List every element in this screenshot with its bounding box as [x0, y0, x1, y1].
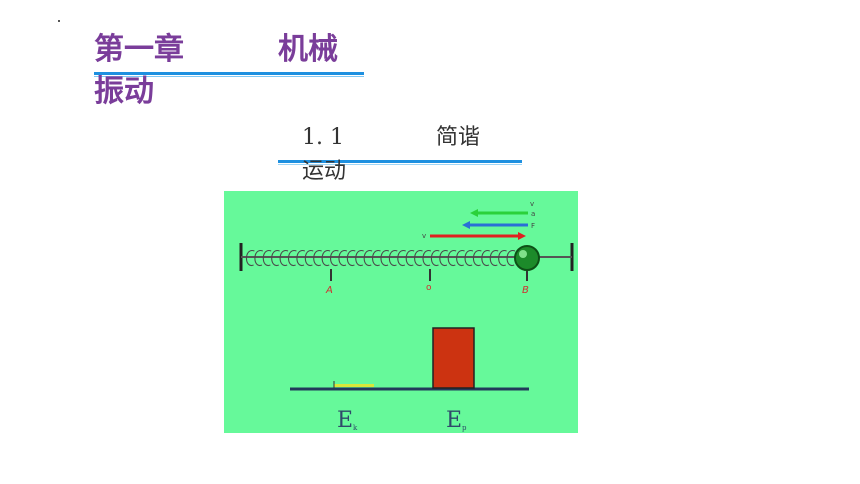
spring-coil — [287, 250, 297, 266]
chapter-title: 第一章 机械 — [94, 30, 338, 70]
ball-highlight — [519, 250, 527, 258]
spring-coil — [245, 250, 255, 266]
spring-coil — [363, 250, 373, 266]
acceleration-arrowhead — [470, 209, 478, 217]
kinetic-energy-bar — [334, 384, 374, 387]
oscillator-ball — [514, 245, 540, 271]
label-a: A — [325, 285, 333, 296]
chapter-name-part1: 机械 — [278, 32, 338, 67]
spring — [245, 250, 516, 266]
chapter-underline-light — [94, 76, 364, 77]
spring-coil — [464, 250, 474, 266]
spring-coil — [397, 250, 406, 266]
section-name-part1: 简谐 — [435, 125, 480, 150]
spring-coil — [422, 250, 432, 266]
spring-coil — [472, 250, 482, 266]
spring-coil — [372, 250, 381, 266]
spring-coil — [346, 250, 356, 266]
spring-coil — [489, 250, 499, 266]
spring-coil — [321, 250, 331, 266]
spring-coil — [304, 250, 314, 266]
chapter-number: 第一章 — [94, 32, 184, 67]
spring-coil — [506, 250, 516, 266]
spring-coil — [313, 250, 322, 266]
section-name-part2: 运动 — [302, 159, 347, 184]
label-o: o — [426, 283, 432, 293]
section-underline — [278, 160, 522, 163]
spring-coil — [430, 250, 440, 266]
spring-coil — [262, 250, 272, 266]
chapter-underline — [94, 72, 364, 75]
spring-coil — [498, 250, 507, 266]
spring-coil — [271, 250, 280, 266]
spring-coil — [414, 250, 423, 266]
spring-coil — [355, 250, 364, 266]
spring-coil — [338, 250, 348, 266]
label-ep: E — [446, 408, 462, 433]
spring-coil — [296, 250, 306, 266]
force-arrowhead — [462, 221, 470, 229]
label-ek-sub: k — [353, 424, 358, 432]
velocity-arrowhead — [518, 232, 526, 240]
spring-coil — [254, 250, 264, 266]
section-title: 1. 1 简谐 — [302, 123, 480, 153]
label-ek: E — [337, 408, 353, 433]
label-v-red: v — [422, 232, 426, 240]
label-a-vec: a — [531, 210, 535, 218]
figure-canvas: A o B v a F v E k E p — [239, 200, 574, 433]
spring-coil — [447, 250, 457, 266]
label-b: B — [522, 285, 529, 296]
spring-coil — [405, 250, 415, 266]
label-ep-sub: p — [462, 424, 467, 432]
section-underline-light — [278, 164, 522, 165]
stray-dot — [58, 20, 60, 22]
section-number: 1. 1 — [302, 125, 344, 150]
spring-coil — [330, 250, 339, 266]
spring-coil — [481, 250, 490, 266]
label-f-vec: F — [531, 222, 535, 230]
spring-coil — [456, 250, 465, 266]
potential-energy-bar — [432, 327, 475, 389]
spring-coil — [380, 250, 390, 266]
spring-coil — [388, 250, 398, 266]
shm-animation-figure: A o B v a F v E k E p — [224, 191, 578, 433]
spring-coil — [279, 250, 289, 266]
spring-coil — [439, 250, 448, 266]
label-v-top: v — [530, 200, 534, 208]
chapter-name-part2: 振动 — [94, 74, 154, 109]
